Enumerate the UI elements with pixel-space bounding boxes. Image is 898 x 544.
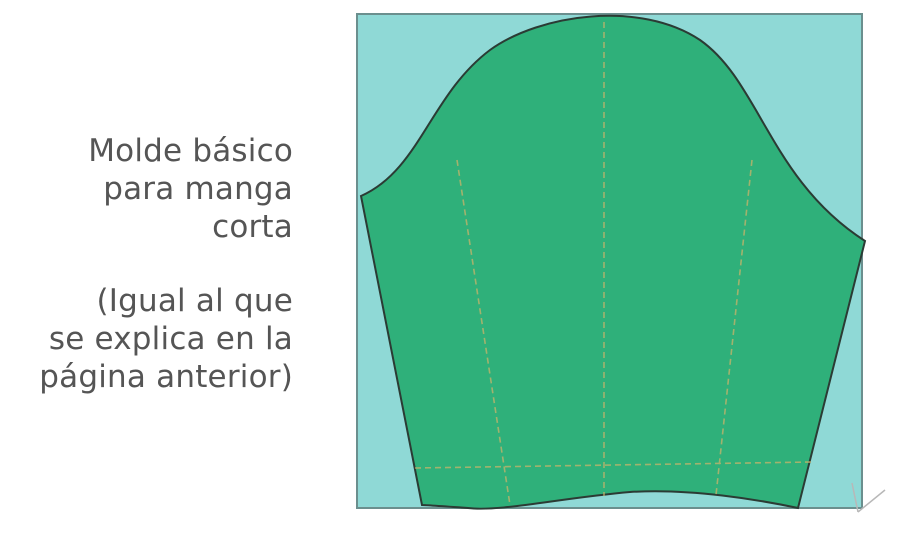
left-guide-line xyxy=(456,159,511,506)
caption-title-line-3: corta xyxy=(212,209,293,245)
hem-guide-line xyxy=(414,461,813,469)
corner-mark xyxy=(851,482,886,513)
caption-note-line-3: página anterior) xyxy=(39,359,293,395)
caption-title-line-2: para manga xyxy=(103,171,293,207)
caption-note-line-1: (Igual al que xyxy=(96,283,293,319)
caption-title-line-1: Molde básico xyxy=(88,133,293,169)
right-guide-line xyxy=(715,159,753,496)
sleeve-shape xyxy=(359,14,867,510)
caption-note-line-2: se explica en la xyxy=(48,321,293,357)
caption: Molde básico para manga corta (Igual al … xyxy=(0,132,293,396)
